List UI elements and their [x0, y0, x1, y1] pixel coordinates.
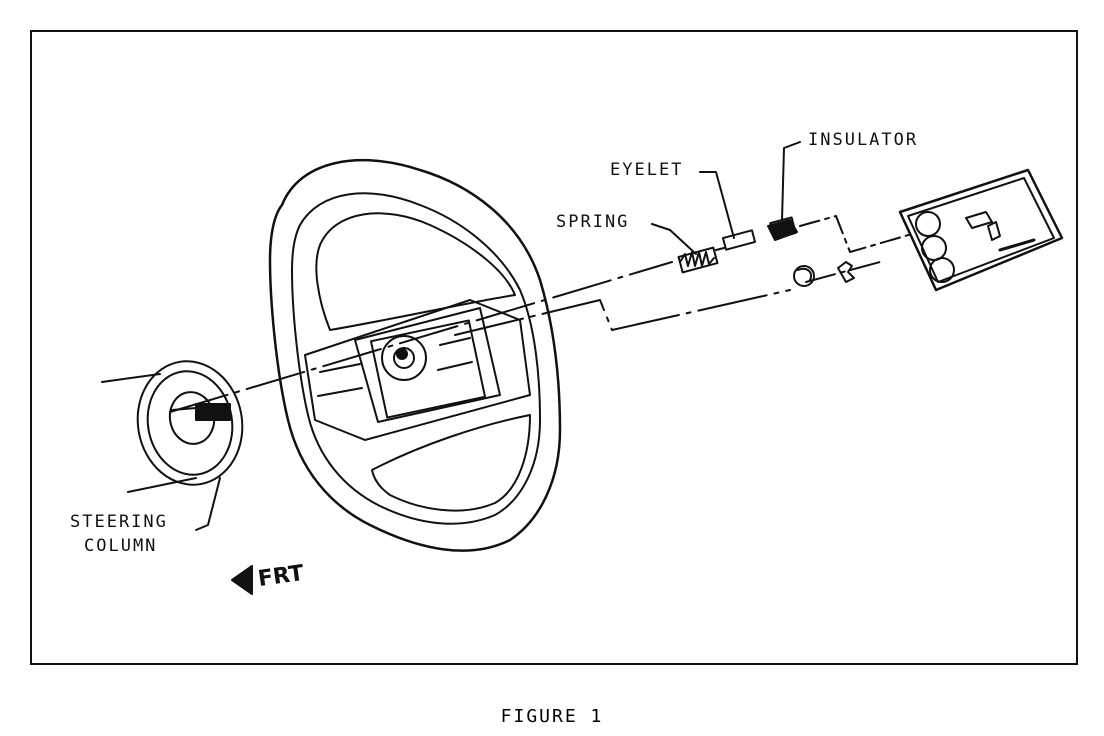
lead-line-upper — [799, 215, 913, 253]
steering-wheel — [268, 159, 562, 552]
eyelet-label: EYELET — [610, 160, 684, 180]
column-leader — [195, 477, 221, 531]
eyelet-leader — [699, 171, 735, 239]
steering-column — [101, 360, 244, 493]
assembly-axis — [169, 261, 673, 413]
spring-leader — [651, 223, 697, 255]
eyelet-part — [715, 229, 757, 251]
clip-part — [837, 261, 855, 283]
insulator-label: INSULATOR — [808, 130, 919, 150]
front-arrow-icon — [231, 565, 253, 595]
retainer-part — [793, 265, 815, 287]
spring-label: SPRING — [556, 212, 630, 232]
steering-label: STEERING — [70, 512, 168, 532]
insulator-leader — [781, 141, 801, 221]
figure-caption: FIGURE 1 — [500, 706, 604, 727]
insulator-part — [767, 216, 798, 241]
spring-part — [677, 246, 719, 274]
column-label: COLUMN — [84, 536, 158, 556]
lead-line-lower — [454, 289, 791, 336]
horn-pad — [898, 168, 1064, 292]
figure-frame — [30, 30, 1078, 665]
